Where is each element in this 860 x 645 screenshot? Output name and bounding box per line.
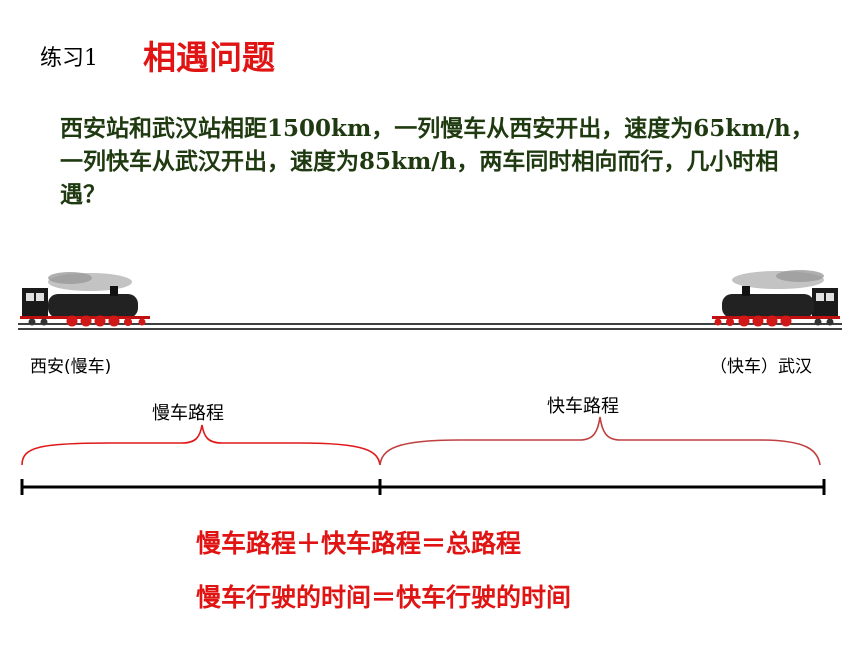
fast-train-icon <box>712 270 840 327</box>
right-city-label: （快车）武汉 <box>710 357 812 377</box>
railway-diagram <box>18 270 842 330</box>
exercise-label: 练习1 <box>40 46 98 71</box>
fast-segment-label: 快车路程 <box>547 396 619 417</box>
fast-brace <box>379 416 821 466</box>
slow-brace <box>21 424 381 466</box>
formula-distance: 慢车路程＋快车路程＝总路程 <box>196 529 522 558</box>
problem-text: 西安站和武汉站相距1500km，一列慢车从西安开出，速度为65km/h，一列快车… <box>60 115 814 208</box>
formula-time: 慢车行驶的时间＝快车行驶的时间 <box>196 583 572 612</box>
slow-train-icon <box>20 272 150 327</box>
distance-diagram <box>20 416 826 495</box>
slow-segment-label: 慢车路程 <box>152 403 224 424</box>
left-city-label: 西安(慢车) <box>30 357 112 377</box>
page-title: 相遇问题 <box>143 38 275 77</box>
